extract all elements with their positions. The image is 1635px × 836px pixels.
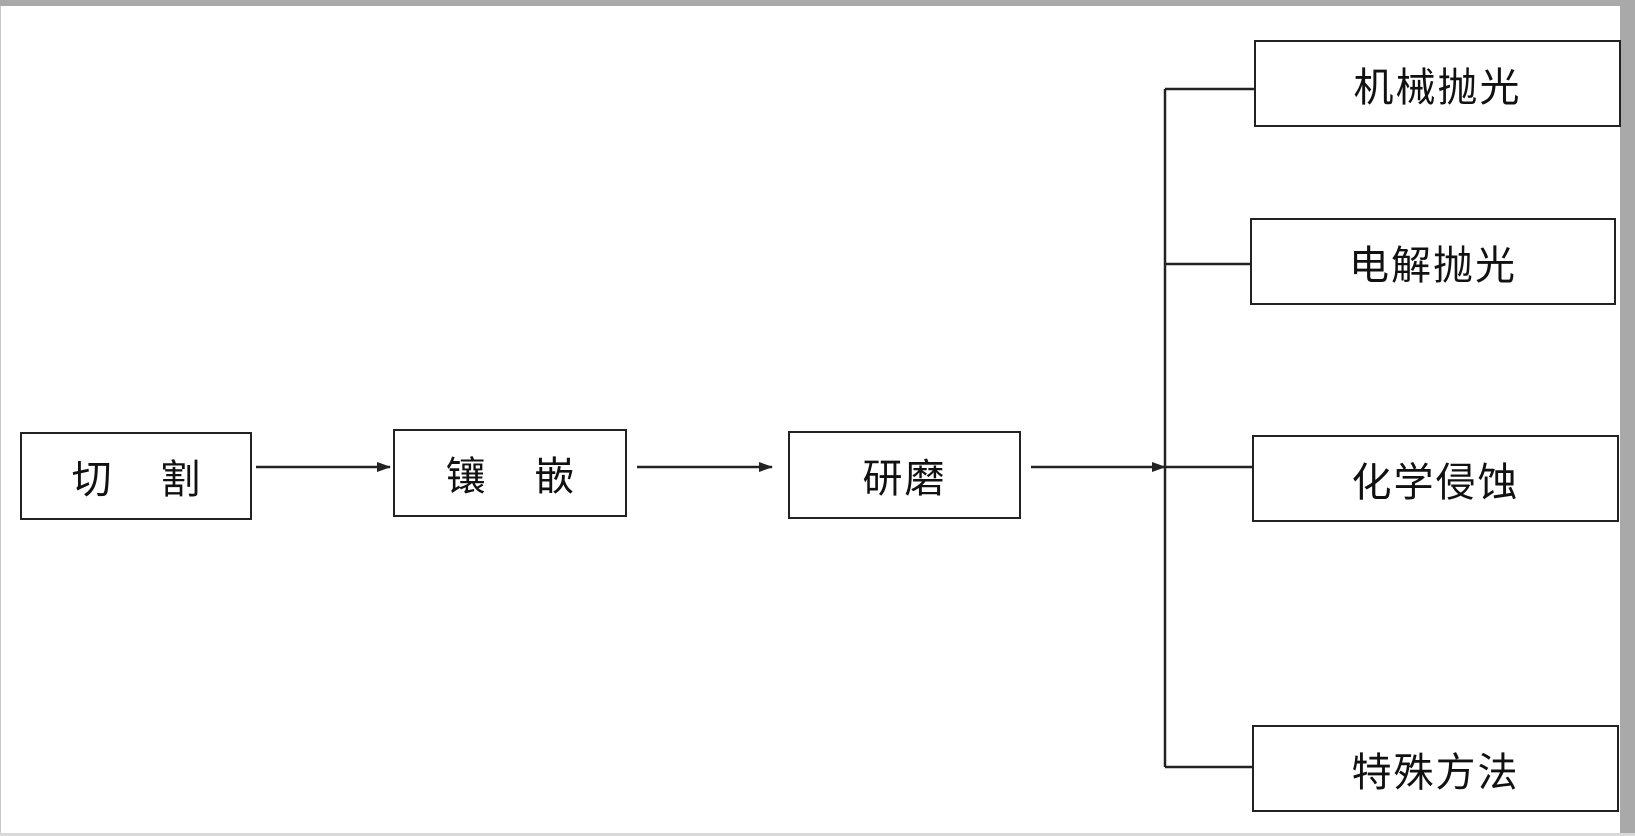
branch-electrolytic-polish-box: 电解抛光 xyxy=(1250,218,1616,305)
branch-mechanical-polish-box: 机械抛光 xyxy=(1254,40,1621,127)
bottom-frame-bar xyxy=(0,833,1635,836)
right-frame-bar xyxy=(1620,6,1635,836)
step-grind-box: 研磨 xyxy=(788,431,1021,519)
step-cut-box: 切 割 xyxy=(20,432,252,520)
top-frame-bar xyxy=(0,0,1635,6)
left-frame-line xyxy=(0,6,1,836)
branch-special-method-box: 特殊方法 xyxy=(1252,725,1619,812)
step-mount-box: 镶 嵌 xyxy=(393,429,627,517)
branch-chemical-etch-box: 化学侵蚀 xyxy=(1252,435,1619,522)
